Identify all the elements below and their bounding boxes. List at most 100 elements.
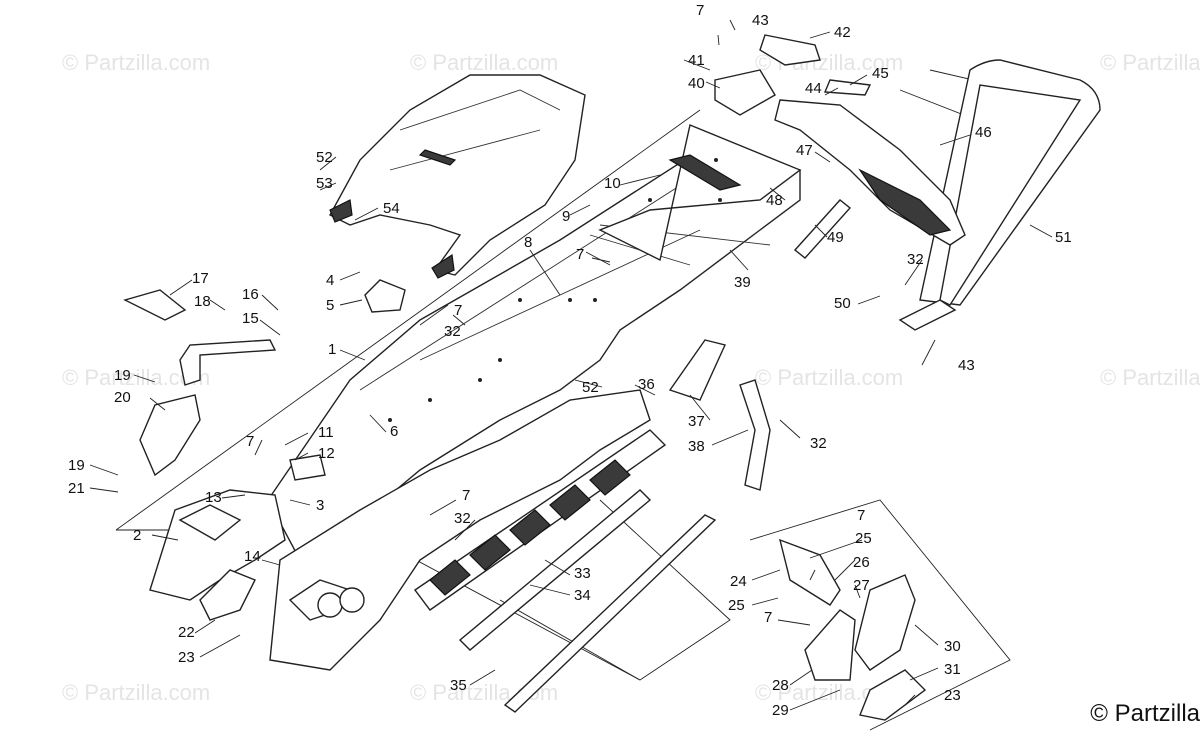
seat: [329, 74, 586, 276]
watermark: © Partzilla.com: [410, 50, 558, 75]
leader-lines: [89, 19, 1053, 711]
callout-6: 6: [390, 423, 398, 440]
part-17: [123, 289, 187, 321]
callout-31: 31: [944, 661, 961, 678]
callout-20: 20: [114, 389, 131, 406]
bracket-40: [714, 69, 776, 116]
callout-7: 7: [857, 507, 865, 524]
callout-50: 50: [834, 295, 851, 312]
part-33: [458, 489, 652, 651]
callout-30: 30: [944, 638, 961, 655]
callout-25: 25: [855, 530, 872, 547]
running-board-left: [269, 389, 651, 671]
callout-13: 13: [205, 489, 222, 506]
watermark: © Partzilla.com: [755, 365, 903, 390]
plate: [199, 569, 256, 621]
callout-37: 37: [688, 413, 705, 430]
callout-10: 10: [604, 175, 621, 192]
callout-11: 11: [318, 424, 334, 441]
callout-44: 44: [805, 80, 822, 97]
callout-29: 29: [772, 702, 789, 719]
callout-9: 9: [562, 208, 570, 225]
callout-2: 2: [133, 527, 141, 544]
callout-1: 1: [328, 341, 336, 358]
callout-23: 23: [944, 687, 961, 704]
seat-assembly: [329, 74, 586, 279]
watermark: © Partzilla.com: [62, 50, 210, 75]
watermark: © Partzilla.com: [1100, 50, 1200, 75]
tunnel-assembly: [267, 124, 802, 562]
callout-53: 53: [316, 175, 333, 192]
callout-7: 7: [764, 609, 772, 626]
rear-bumper: [898, 59, 1101, 331]
callout-51: 51: [1055, 229, 1072, 246]
callout-32: 32: [907, 251, 924, 268]
callout-36: 36: [638, 376, 655, 393]
callout-34: 34: [574, 587, 591, 604]
callout-27: 27: [853, 577, 870, 594]
cover-42: [759, 34, 821, 66]
callout-28: 28: [772, 677, 789, 694]
callout-19: 19: [114, 367, 131, 384]
callout-45: 45: [872, 65, 889, 82]
callout-52: 52: [316, 149, 333, 166]
part-15: [179, 339, 277, 386]
watermark: © Partzilla.com: [62, 680, 210, 705]
copyright-text: © Partzilla: [1090, 700, 1200, 727]
callout-7: 7: [576, 246, 584, 263]
callout-42: 42: [834, 24, 851, 41]
callout-22: 22: [178, 624, 195, 641]
snow-flap: [774, 99, 966, 246]
part-38: [739, 379, 771, 491]
callout-3: 3: [316, 497, 324, 514]
callout-43: 43: [752, 12, 769, 29]
part-37: [668, 339, 726, 401]
callout-7: 7: [454, 302, 462, 319]
callout-38: 38: [688, 438, 705, 455]
callout-52: 52: [582, 379, 599, 396]
callout-18: 18: [194, 293, 211, 310]
misc-parts: [123, 199, 927, 721]
tunnel-deck: [598, 124, 802, 262]
watermark: © Partzilla.com: [1100, 365, 1200, 390]
callout-23: 23: [178, 649, 195, 666]
callout-48: 48: [766, 192, 783, 209]
callout-47: 47: [796, 142, 813, 159]
callout-19: 19: [68, 457, 85, 474]
part-48: [793, 199, 852, 259]
callout-7: 7: [696, 2, 704, 19]
callout-7: 7: [246, 433, 254, 450]
callout-25: 25: [728, 597, 745, 614]
callout-14: 14: [244, 548, 261, 565]
callout-54: 54: [383, 200, 400, 217]
part-5: [364, 279, 406, 313]
callout-4: 4: [326, 272, 334, 289]
decal: [668, 154, 742, 191]
callout-21: 21: [68, 480, 85, 497]
callout-33: 33: [574, 565, 591, 582]
callout-7: 7: [462, 487, 470, 504]
callout-41: 41: [688, 52, 705, 69]
callout-16: 16: [242, 286, 259, 303]
part-20: [139, 394, 201, 477]
callout-8: 8: [524, 234, 532, 251]
callout-17: 17: [192, 270, 209, 287]
callout-32: 32: [444, 323, 461, 340]
callout-24: 24: [730, 573, 747, 590]
callout-43: 43: [958, 357, 975, 374]
front-bracket-assembly: [149, 489, 286, 621]
callout-26: 26: [853, 554, 870, 571]
part-24: [778, 538, 841, 606]
callout-40: 40: [688, 75, 705, 92]
running-board: [269, 389, 667, 671]
callout-labels: 1 2 3 4 5 6 7 7 7 7 7 7 7 8 9 10 11 12 1…: [68, 2, 1072, 719]
callout-39: 39: [734, 274, 751, 291]
callout-49: 49: [827, 229, 844, 246]
callout-12: 12: [318, 445, 335, 462]
callout-32: 32: [810, 435, 827, 452]
callout-46: 46: [975, 124, 992, 141]
callout-35: 35: [450, 677, 467, 694]
part-27: [854, 574, 916, 671]
callout-5: 5: [326, 297, 334, 314]
